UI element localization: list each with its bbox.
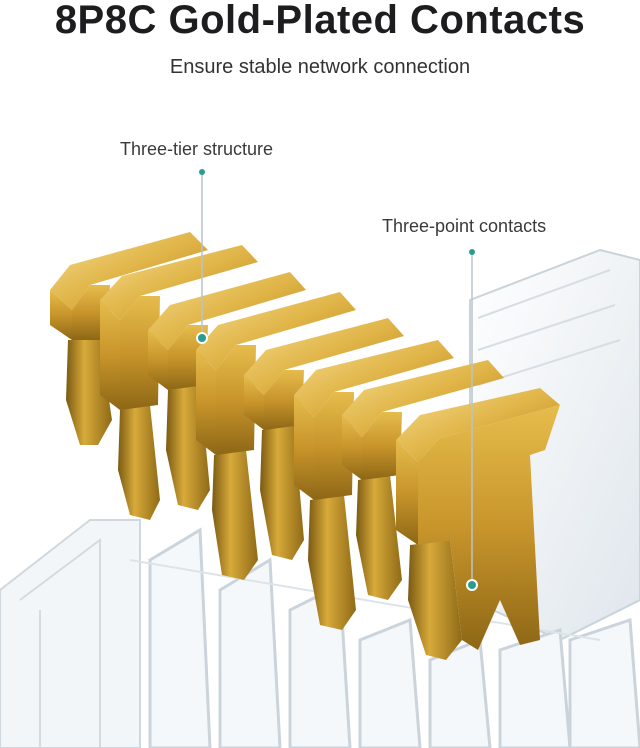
callout-three-point-contacts: Three-point contacts [382, 216, 547, 236]
contact-blade [396, 388, 560, 650]
contact-legs [66, 340, 462, 660]
page-title: 8P8C Gold-Plated Contacts [54, 0, 586, 42]
callout-three-tier-structure: Three-tier structure [120, 139, 274, 159]
gold-contact-blades [50, 232, 560, 650]
callout-markers [196, 169, 478, 591]
contact-blade [342, 360, 504, 480]
page-subtitle: Ensure stable network connection [169, 56, 471, 78]
contact-blade [100, 245, 258, 410]
contact-blade [196, 292, 356, 455]
